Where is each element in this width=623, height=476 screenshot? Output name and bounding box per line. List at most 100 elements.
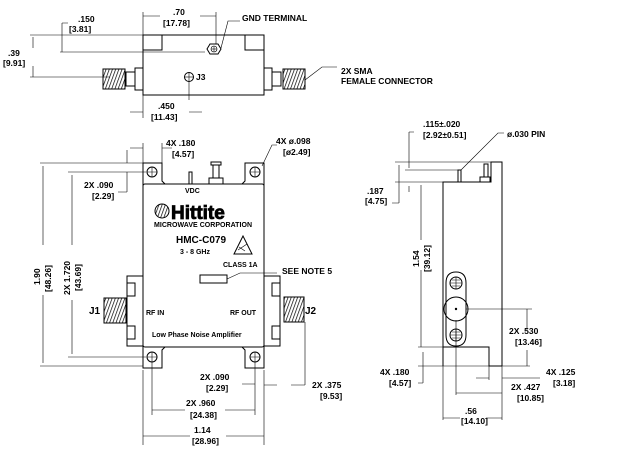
dim-line-187 [392, 165, 400, 204]
dim-427-mm: [10.85] [517, 393, 544, 403]
extension-lines-left [40, 356, 146, 367]
dim-line-70 [142, 12, 217, 44]
dim-line-150 [30, 22, 205, 53]
leader-note [226, 272, 277, 280]
sma-connector-right-icon [263, 67, 306, 91]
dim-960: 2X .960 [186, 398, 216, 408]
dim-187-mm: [4.75] [365, 196, 387, 206]
dim-190-mm: [48.26] [43, 265, 53, 292]
dim-56: .56 [465, 406, 477, 416]
sma-label-line2: FEMALE CONNECTOR [341, 76, 433, 86]
pin-icon [457, 169, 462, 183]
description-label: Low Phase Noise Amplifier [152, 332, 242, 339]
dim-154-mm: [39.12] [422, 245, 432, 272]
side-ext-top [395, 161, 491, 183]
sma-connector-j1-icon [103, 275, 144, 347]
dim-1720: 2X 1.720 [62, 261, 72, 295]
dim-2x090-top-mm: [2.29] [92, 191, 114, 201]
leader-sma [304, 66, 337, 81]
top-view: .150 [3.81] .70 [17.78] GND TERMINAL .39… [3, 7, 433, 122]
dim-375-mm: [9.53] [320, 391, 342, 401]
side-dim-4x180: 4X .180 [380, 367, 410, 377]
dim-150: .150 [78, 14, 95, 24]
dim-2x090-bot-mm: [2.29] [206, 383, 228, 393]
dim-line-4x180 [130, 143, 172, 163]
j2-label: J2 [305, 306, 317, 317]
front-flange-outline [142, 162, 265, 369]
pin-label: ø.030 PIN [507, 129, 545, 139]
see-note-label: SEE NOTE 5 [282, 266, 332, 276]
dim-line-115 [408, 131, 414, 192]
dim-427: 2X .427 [511, 382, 541, 392]
dim-line-4x180 [418, 352, 530, 384]
part-number: HMC-C079 [176, 235, 226, 246]
frequency-range: 3 - 8 GHz [180, 249, 210, 256]
dim-115-mm: [2.92±0.51] [423, 130, 467, 140]
top-flange-tabs [143, 35, 264, 51]
dim-190: 1.90 [32, 268, 42, 285]
dim-154: 1.54 [411, 250, 421, 267]
dim-39: .39 [8, 48, 20, 58]
dim-125: 4X .125 [546, 367, 576, 377]
j1-label: J1 [89, 306, 101, 317]
j3-label: J3 [196, 72, 206, 82]
dim-960-mm: [24.38] [190, 410, 217, 420]
side-body-outline [442, 161, 503, 367]
logo-text: Hittite [171, 203, 225, 224]
dim-125-mm: [3.18] [553, 378, 575, 388]
dim-1720-mm: [43.69] [73, 264, 83, 291]
dim-2x090-bot: 2X .090 [200, 372, 230, 382]
front-view: VDC Hittite MICROWAVE CORPORATION HMC-C0… [32, 136, 342, 446]
gnd-terminal-icon [206, 43, 222, 55]
dim-150-mm: [3.81] [69, 24, 91, 34]
leader-gnd [220, 20, 240, 49]
dim-114: 1.14 [194, 425, 211, 435]
dim-530: 2X .530 [509, 326, 539, 336]
company-name: MICROWAVE CORPORATION [154, 222, 252, 229]
top-body [142, 34, 265, 96]
dim-line-450 [130, 95, 202, 118]
esd-warning-icon [233, 234, 253, 255]
rf-out-label: RF OUT [230, 310, 257, 317]
dim-2x090-top: 2X .090 [84, 180, 114, 190]
dim-hole-mm: [ø2.49] [283, 147, 311, 157]
sma-connector-j2-icon [263, 275, 305, 347]
dim-70-mm: [17.78] [163, 18, 190, 28]
sma-label-line1: 2X SMA [341, 66, 373, 76]
gnd-terminal-side-icon [479, 163, 491, 183]
dim-line-56 [442, 366, 503, 420]
side-view: .115±.020 [2.92±0.51] ø.030 PIN .187 [4.… [365, 119, 576, 426]
esd-class: CLASS 1A [223, 262, 258, 269]
side-dim-4x180-mm: [4.57] [389, 378, 411, 388]
gnd-terminal-label: GND TERMINAL [242, 13, 307, 23]
dim-4x180: 4X .180 [166, 138, 196, 148]
dim-70: .70 [173, 7, 185, 17]
hittite-logo: Hittite [154, 203, 225, 224]
dim-56-mm: [14.10] [461, 416, 488, 426]
dim-187: .187 [367, 186, 384, 196]
dim-line-530 [466, 308, 532, 366]
j3-marker-icon [184, 72, 194, 100]
dim-450: .450 [158, 101, 175, 111]
dim-114-mm: [28.96] [192, 436, 219, 446]
rf-in-label: RF IN [146, 310, 164, 317]
dim-4x180-mm: [4.57] [172, 149, 194, 159]
dim-115: .115±.020 [423, 119, 461, 129]
dim-375: 2X .375 [312, 380, 342, 390]
dim-line-154 [418, 185, 443, 348]
leader-hole [261, 144, 277, 167]
front-body [142, 183, 265, 348]
vdc-label: VDC [185, 188, 200, 195]
dim-line-39 [30, 37, 110, 78]
dim-450-mm: [11.43] [151, 112, 178, 122]
label-area [199, 274, 228, 284]
leader-pin [460, 132, 504, 171]
dim-line-2x090-top [40, 150, 146, 193]
dim-line-bottom-small [242, 383, 305, 386]
dim-line-427-125 [455, 320, 540, 395]
extension-lines-bottom [142, 322, 306, 445]
dim-hole: 4X ø.098 [276, 136, 311, 146]
dim-530-mm: [13.46] [515, 337, 542, 347]
dim-line-bottom-wide [143, 409, 264, 437]
